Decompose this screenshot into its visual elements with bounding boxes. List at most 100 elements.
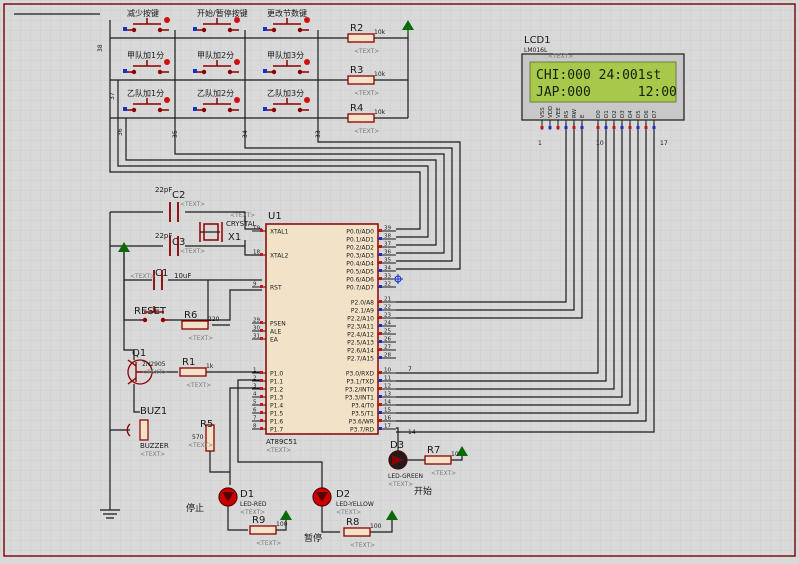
button-pin-marker xyxy=(193,107,197,111)
keypad-button-b3[interactable]: 乙队加3分 xyxy=(263,88,310,113)
mcu-pin-number: 39 xyxy=(384,226,391,232)
lcd-pin-name: VSS xyxy=(540,107,546,118)
lcd-pin-e: E xyxy=(580,114,586,130)
mcu-pin-name: P3.5/T1 xyxy=(351,411,374,418)
resistor-r1: R1 1k <TEXT> xyxy=(179,357,214,389)
mcu-pin-name: XTAL1 xyxy=(270,229,289,236)
wire-d2 xyxy=(396,123,615,390)
crystal-ref: X1 xyxy=(228,232,241,243)
wire-d5 xyxy=(396,123,639,414)
lcd-model: LM016L xyxy=(524,47,548,54)
button-probe-dot xyxy=(234,59,240,65)
lcd-pin-d0: D0 xyxy=(596,110,602,130)
resistor-ref: R8 xyxy=(346,517,359,528)
buzzer-model: BUZZER xyxy=(140,442,169,450)
keypad-button-dec[interactable]: 减少按键 xyxy=(123,8,170,33)
keypad-buttons: 减少按键开始/暂停按键更改节数键甲队加1分甲队加2分甲队加3分乙队加1分乙队加2… xyxy=(123,8,310,113)
wire-p12-d1 xyxy=(229,387,262,485)
resistor-value: 100 xyxy=(370,523,382,530)
mcu-pin-p1-2: P1.23 xyxy=(252,384,283,394)
mcu-pin-name: P3.2/INT0 xyxy=(345,387,374,394)
mcu-pin-name: P0.4/AD4 xyxy=(346,261,374,268)
cap-c2-value: 22pF xyxy=(155,186,172,194)
lcd-pin-d1: D1 xyxy=(604,110,610,130)
mcu-pin-name: P0.0/AD0 xyxy=(346,229,374,236)
wire-label-34: 34 xyxy=(242,130,249,138)
keypad-button-a1[interactable]: 甲队加1分 xyxy=(123,50,170,75)
mcu-pin-name: P2.0/A8 xyxy=(351,300,374,307)
wire-d4 xyxy=(396,123,631,406)
capacitors xyxy=(153,202,179,290)
keypad-button-b2[interactable]: 乙队加2分 xyxy=(193,88,240,113)
cursor-crosshair xyxy=(393,274,403,284)
mcu-pin-number: 28 xyxy=(384,353,391,359)
resistor-value: 100 xyxy=(276,521,288,528)
mcu-pin-p1-3: P1.34 xyxy=(252,392,283,402)
cap-c1-plates xyxy=(153,270,163,290)
mcu-pin-p1-4: P1.45 xyxy=(252,400,283,410)
mcu-pin-p1-1: P1.12 xyxy=(252,376,283,386)
reset-button[interactable] xyxy=(140,306,168,323)
keypad-button-a3[interactable]: 甲队加3分 xyxy=(263,50,310,75)
lcd-pin-name: D4 xyxy=(628,110,634,118)
wire-r5 xyxy=(209,445,230,473)
resistor-placeholder: <TEXT> xyxy=(354,90,379,97)
wire-label-38: 38 xyxy=(97,44,104,52)
mcu-pin-p2-1-a9: P2.1/A9 22 xyxy=(351,305,396,315)
resistor-value: 1k xyxy=(206,363,214,370)
mcu-pin-name: P2.3/A11 xyxy=(347,324,374,331)
mcu-placeholder: <TEXT> xyxy=(266,447,291,454)
keypad-button-b1[interactable]: 乙队加1分 xyxy=(123,88,170,113)
button-probe-dot xyxy=(164,17,170,23)
mcu-pin-number: 17 xyxy=(384,424,391,430)
mcu-pin-number: 26 xyxy=(384,337,391,343)
led-d2-model: LED-YELLOW xyxy=(336,501,374,508)
led-d3-placeholder: <TEXT> xyxy=(388,481,413,488)
mcu-pin-name: P1.4 xyxy=(270,403,283,410)
mcu-pin-name: P2.1/A9 xyxy=(351,308,374,315)
lcd-ref: LCD1 xyxy=(524,35,551,46)
wire-d7 xyxy=(396,123,655,433)
button-probe-dot xyxy=(304,59,310,65)
lcd-pin-name: D1 xyxy=(604,110,610,118)
wire-label-36: 36 xyxy=(117,128,124,136)
mcu-pin-number: 22 xyxy=(384,305,391,311)
resistor-ref: R1 xyxy=(182,357,195,368)
cap-c3-plates xyxy=(169,236,179,256)
cap-c2-placeholder: <TEXT> xyxy=(180,201,205,208)
mcu-pin-number: 8 xyxy=(253,424,257,430)
mcu-pin-p1-6: P1.67 xyxy=(252,416,283,426)
wire-p03 xyxy=(174,138,445,254)
wire-p11-d2 xyxy=(237,379,323,488)
keypad-button-startstop[interactable]: 开始/暂停按键 xyxy=(193,8,248,33)
wire-p21-rw xyxy=(396,123,575,311)
lcd-pin-d6: D6 xyxy=(644,110,650,130)
wire-p05 xyxy=(317,138,461,270)
lcd-pin-vdd: VDD xyxy=(548,106,554,130)
button-pin-marker xyxy=(123,27,127,31)
keypad-button-a2[interactable]: 甲队加2分 xyxy=(193,50,240,75)
wire-key-columns xyxy=(174,30,319,138)
resistor-value: 220 xyxy=(208,316,220,323)
lcd-pin-name: D7 xyxy=(652,110,658,118)
resistor-placeholder: <TEXT> xyxy=(188,442,213,449)
mcu-pin-name: ALE xyxy=(270,329,281,336)
mcu-pin-number: 19 xyxy=(253,226,260,232)
mcu-pin-number: 21 xyxy=(384,297,391,303)
resistor-placeholder: <TEXT> xyxy=(186,382,211,389)
cap-c3-value: 22pF xyxy=(155,232,172,240)
keypad-button-changesec[interactable]: 更改节数键 xyxy=(263,8,310,33)
button-probe-dot xyxy=(234,17,240,23)
